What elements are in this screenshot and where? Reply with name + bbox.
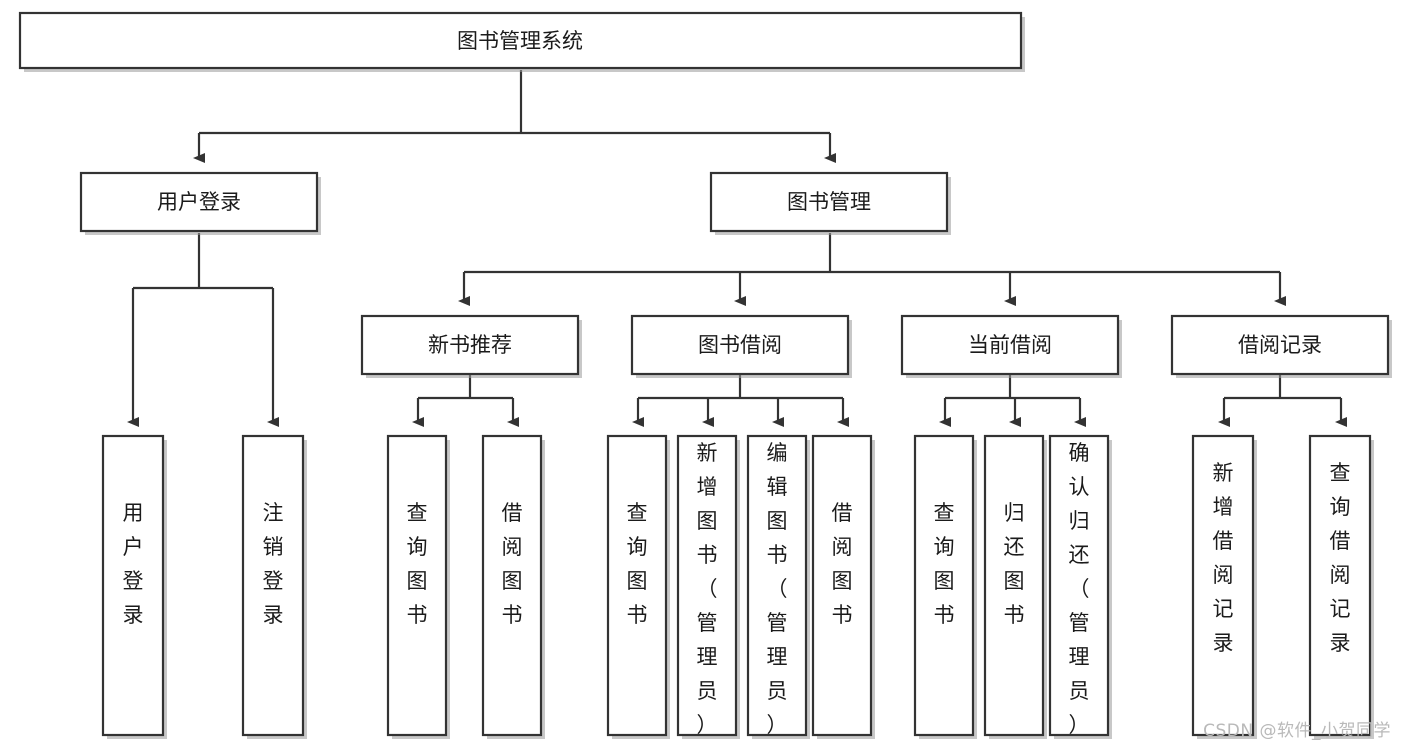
- node-root-label: 图书管理系统: [457, 29, 583, 53]
- node-leaf-edit-book[interactable]: 编辑图书（管理员）: [746, 434, 810, 739]
- node-root[interactable]: 图书管理系统: [18, 11, 1025, 72]
- node-book-manage-label: 图书管理: [787, 190, 871, 214]
- node-leaf-confirm[interactable]: 确认归还（管理员）: [1048, 434, 1112, 739]
- node-borrow-record[interactable]: 借阅记录: [1170, 314, 1392, 378]
- node-new-book-rec-label: 新书推荐: [428, 333, 512, 357]
- node-leaf-login-label: 用户登录: [123, 501, 144, 627]
- node-leaf-query-rec-label: 查询借阅记录: [1330, 461, 1351, 655]
- node-layer: 图书管理系统 用户登录 图书管理 新书推荐: [18, 11, 1392, 739]
- node-book-manage[interactable]: 图书管理: [709, 171, 951, 235]
- node-leaf-add-book-label: 新增图书（管理员）: [697, 441, 718, 737]
- node-leaf-borrow-2[interactable]: 借阅图书: [811, 434, 875, 739]
- node-new-book-rec[interactable]: 新书推荐: [360, 314, 582, 378]
- node-leaf-query-3[interactable]: 查询图书: [913, 434, 977, 739]
- node-leaf-query-1[interactable]: 查询图书: [386, 434, 450, 739]
- node-leaf-add-rec[interactable]: 新增借阅记录: [1191, 434, 1257, 739]
- node-leaf-query-rec[interactable]: 查询借阅记录: [1308, 434, 1374, 739]
- node-leaf-return-label: 归还图书: [1004, 501, 1025, 627]
- node-leaf-borrow-2-label: 借阅图书: [832, 501, 853, 627]
- node-leaf-edit-book-label: 编辑图书（管理员）: [767, 441, 788, 737]
- node-leaf-query-2-label: 查询图书: [627, 501, 648, 627]
- node-leaf-borrow-1[interactable]: 借阅图书: [481, 434, 545, 739]
- edge-layer: [127, 70, 1347, 427]
- node-current-borrow-label: 当前借阅: [968, 333, 1052, 357]
- node-leaf-query-3-label: 查询图书: [934, 501, 955, 627]
- node-user-login-label: 用户登录: [157, 190, 241, 214]
- node-book-borrow-label: 图书借阅: [698, 333, 782, 357]
- node-leaf-return[interactable]: 归还图书: [983, 434, 1047, 739]
- node-leaf-borrow-1-label: 借阅图书: [502, 501, 523, 627]
- node-leaf-add-book[interactable]: 新增图书（管理员）: [676, 434, 740, 739]
- node-leaf-confirm-label: 确认归还（管理员）: [1069, 441, 1090, 737]
- node-leaf-login[interactable]: 用户登录: [101, 434, 167, 739]
- node-current-borrow[interactable]: 当前借阅: [900, 314, 1122, 378]
- node-user-login[interactable]: 用户登录: [79, 171, 321, 235]
- node-leaf-logout[interactable]: 注销登录: [241, 434, 307, 739]
- node-leaf-add-rec-label: 新增借阅记录: [1213, 461, 1234, 655]
- node-book-borrow[interactable]: 图书借阅: [630, 314, 852, 378]
- node-leaf-logout-label: 注销登录: [263, 501, 284, 627]
- csdn-watermark: CSDN @软件_小贺同学: [1203, 721, 1391, 741]
- node-leaf-query-1-label: 查询图书: [407, 501, 428, 627]
- node-borrow-record-label: 借阅记录: [1238, 333, 1322, 357]
- node-leaf-query-2[interactable]: 查询图书: [606, 434, 670, 739]
